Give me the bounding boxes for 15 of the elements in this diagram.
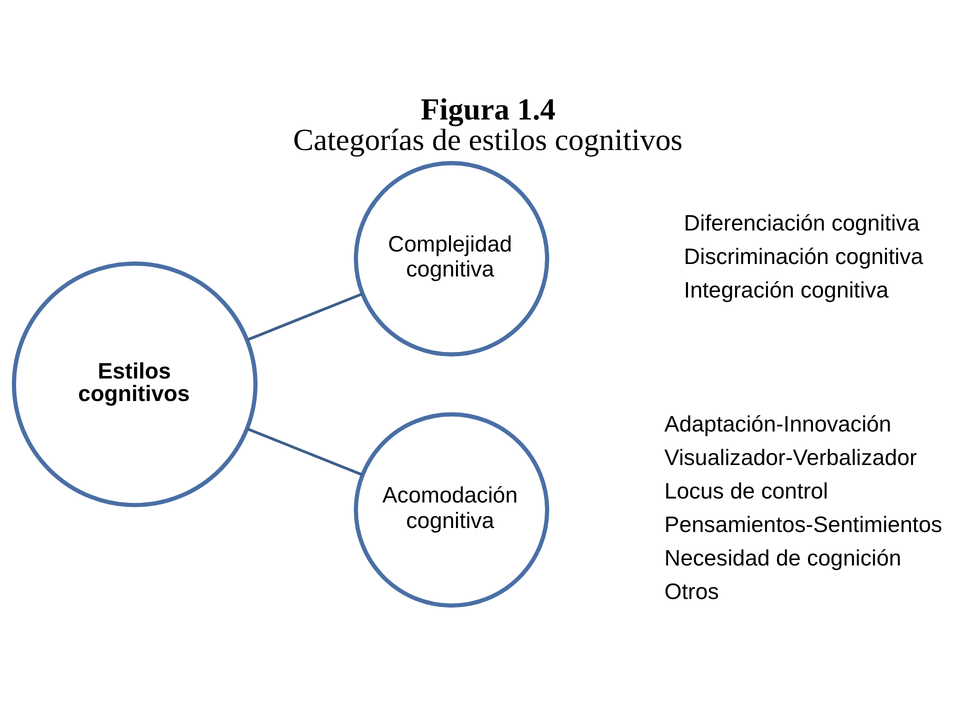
node-label: Locus de control [664, 478, 828, 504]
node-label: Discriminación cognitiva [684, 244, 924, 269]
node-label: Diferenciación cognitiva [684, 210, 920, 236]
node-label: Necesidad de cognición [664, 545, 902, 570]
node-label: Adaptación-Innovación [664, 411, 892, 436]
node-circle: Acomodación cognitiva [354, 412, 550, 608]
diagram-title: Figura 1.4 [420, 92, 556, 126]
node-circle: Complejidad cognitiva [354, 160, 550, 356]
node-label: Otros [664, 578, 719, 604]
node-circle: Estilos cognitivos [12, 261, 258, 507]
connector [246, 292, 363, 341]
connector [246, 427, 363, 476]
node-label: Pensamientos-Sentimientos [664, 512, 942, 537]
node-label: Visualizador-Verbalizador [664, 444, 917, 470]
node-label: Integración cognitiva [684, 277, 889, 302]
